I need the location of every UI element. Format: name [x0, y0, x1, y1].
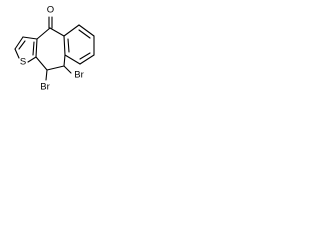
ring-bond-carbonyl-benzene	[49, 27, 65, 37]
benzene-double-bond-1	[67, 38, 70, 53]
thiophene-double-bond-c7a-c3a	[32, 41, 35, 56]
ring-bond-chbr-benzene	[63, 54, 66, 67]
chemical-structure-diagram: O S Br Br	[14, 5, 95, 93]
thiophene-bond-c7a-c3a	[35, 38, 38, 58]
thiophene-bond-s-c7a	[27, 56, 37, 63]
thiophene-bond-c3-c2	[14, 36, 24, 50]
thiophene-double-bond-c3-c2	[18, 40, 26, 50]
benzene-double-bond-3	[78, 29, 91, 39]
ring-bond-carbonyl-thiophene	[36, 27, 51, 40]
ring-bond-chbr-chbr	[46, 65, 65, 71]
benzene-bond-1	[63, 35, 66, 56]
sulfur-atom-label: S	[20, 57, 26, 68]
benzene-bond-2	[63, 24, 80, 37]
thiophene-bond-c3a-c3	[22, 36, 38, 40]
oxygen-atom-label: O	[47, 5, 54, 16]
thiophene-bond-c2-s	[14, 48, 20, 59]
c-br-bond-upper	[63, 65, 72, 74]
benzene-bond-3	[78, 24, 95, 37]
benzene-bond-6	[64, 54, 81, 65]
bromine-atom-label-upper: Br	[74, 70, 84, 81]
bromine-atom-label-lower: Br	[40, 82, 50, 93]
c-br-bond-lower	[45, 69, 48, 81]
benzene-bond-5	[79, 54, 95, 65]
benzene-double-bond-5	[79, 52, 91, 60]
ring-bond-chbr-lower	[35, 56, 48, 71]
